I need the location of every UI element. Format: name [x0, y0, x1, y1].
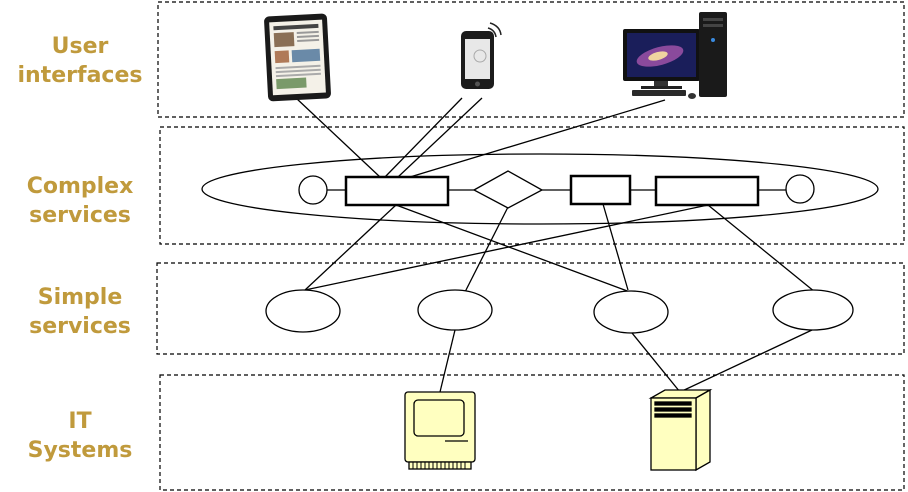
process-end-event: [785, 174, 815, 204]
connector-line: [707, 204, 816, 293]
connector-line: [295, 97, 381, 178]
layer-frame-complex-services: [159, 126, 905, 245]
simple-service-1: [265, 289, 341, 333]
connector-line: [679, 329, 813, 393]
server-tower-icon: [648, 388, 713, 472]
connections: [295, 97, 816, 393]
desktop-computer-icon: [623, 12, 727, 99]
label-user-interfaces: User interfaces: [17, 34, 143, 88]
process-gateway: [472, 170, 544, 209]
label-simple-services: Simple services: [29, 285, 131, 339]
process-task-1: [344, 175, 450, 207]
connector-line: [464, 206, 509, 293]
label-complex-services: Complex services: [26, 174, 134, 228]
connector-line: [409, 99, 666, 178]
connector-line: [602, 203, 629, 291]
connector-line: [304, 204, 709, 291]
process-task-2: [569, 174, 632, 206]
complex-service-boundary: [201, 153, 879, 225]
simple-service-2: [417, 289, 493, 331]
connector-line: [439, 329, 456, 393]
connector-line: [397, 97, 483, 178]
smartphone-icon: [461, 22, 502, 89]
connector-line: [304, 204, 397, 291]
connector-line: [631, 332, 681, 393]
classic-computer-icon: [404, 391, 476, 470]
tablet-icon: [264, 13, 331, 102]
process-task-3: [654, 175, 760, 207]
connector-line: [384, 97, 463, 178]
label-it-systems: IT Systems: [27, 409, 133, 463]
layer-frame-it-systems: [159, 374, 905, 491]
layer-frame-simple-services: [156, 262, 905, 355]
simple-service-4: [772, 289, 854, 331]
connector-line: [395, 204, 631, 293]
simple-service-3: [593, 290, 669, 334]
layer-frame-user-interfaces: [157, 1, 905, 118]
process-start-event: [298, 175, 328, 205]
